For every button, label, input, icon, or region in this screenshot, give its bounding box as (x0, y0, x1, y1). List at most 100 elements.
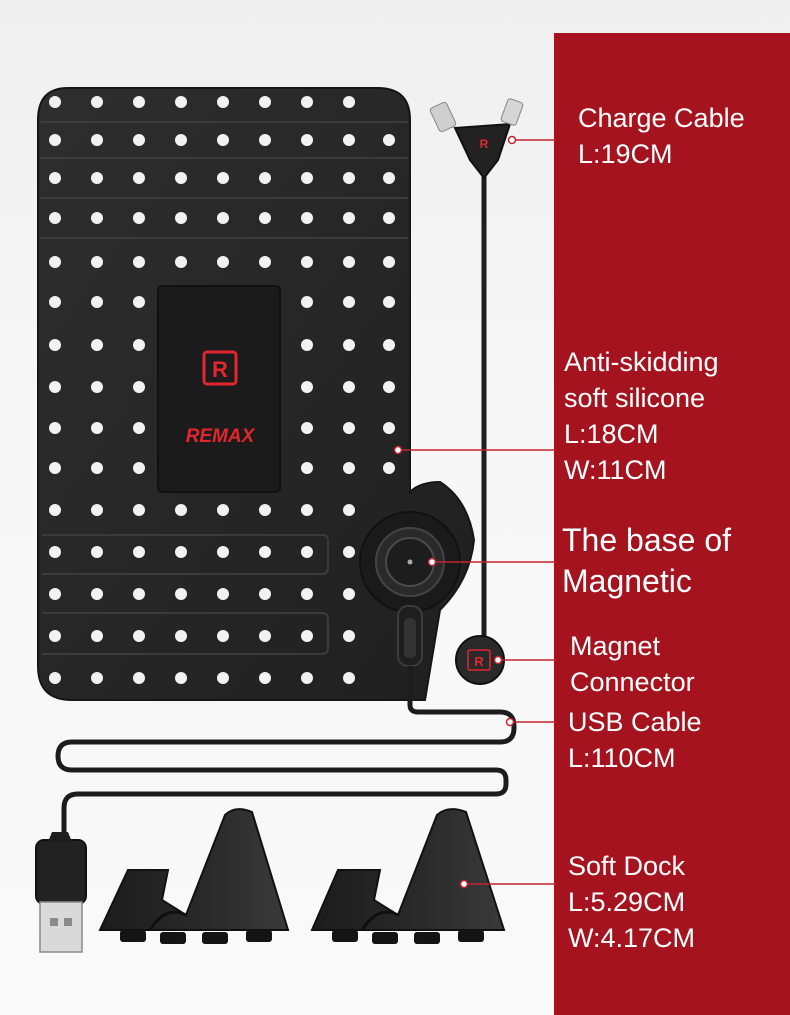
pad-dot (301, 588, 313, 600)
pad-dot (301, 256, 313, 268)
pad-dot (217, 630, 229, 642)
pad-dot (133, 588, 145, 600)
pad-dot (217, 96, 229, 108)
pad-dot (175, 212, 187, 224)
pad-dot (343, 672, 355, 684)
caption-line: L:18CM (564, 419, 659, 449)
pad-dot (91, 256, 103, 268)
pad-dot (301, 504, 313, 516)
caption-line: Magnet (570, 631, 661, 661)
pad-dot (91, 672, 103, 684)
pad-dot (91, 630, 103, 642)
pad-dot (49, 134, 61, 146)
caption-magnet-connector: Magnet Connector (570, 628, 695, 700)
caption-usb-cable: USB Cable L:110CM (568, 704, 702, 776)
pad-dot (217, 504, 229, 516)
caption-line: L:110CM (568, 743, 676, 773)
pad-dot (383, 172, 395, 184)
pad-dot (217, 256, 229, 268)
pad-dot (175, 546, 187, 558)
pad-dot (133, 504, 145, 516)
pad-dot (383, 212, 395, 224)
caption-charge-cable: Charge Cable L:19CM (578, 100, 745, 172)
caption-line: Magnetic (562, 563, 692, 599)
soft-dock-right (310, 808, 506, 944)
pad-dot (343, 422, 355, 434)
pad-dot (383, 134, 395, 146)
pad-dot (343, 339, 355, 351)
usb-cable (35, 666, 517, 953)
pad-dot (383, 422, 395, 434)
caption-line: W:11CM (564, 455, 667, 485)
pad-dot (259, 630, 271, 642)
pad-dot (49, 381, 61, 393)
pad-dot (49, 96, 61, 108)
pad-dot (383, 462, 395, 474)
pad-dot (175, 96, 187, 108)
leader-lines (398, 139, 556, 885)
pad-dot (49, 256, 61, 268)
pad-dot (301, 339, 313, 351)
pad-dot (383, 256, 395, 268)
pad-dot (91, 381, 103, 393)
pad-dot (133, 422, 145, 434)
svg-text:R: R (474, 654, 484, 669)
pad-dot (49, 296, 61, 308)
caption-line: The base of (562, 522, 731, 558)
pad-dot (301, 462, 313, 474)
pad-dot (259, 212, 271, 224)
caption-line: Anti-skidding (564, 347, 719, 377)
pad-dot (259, 96, 271, 108)
pad-dot (343, 172, 355, 184)
pad-dot (259, 172, 271, 184)
pad-dot (91, 212, 103, 224)
pad-dot (175, 672, 187, 684)
pad-dot (383, 339, 395, 351)
pad-dot (91, 462, 103, 474)
pad-dot (175, 630, 187, 642)
caption-line: W:4.17CM (568, 923, 696, 953)
pad-dots (49, 96, 395, 684)
caption-line: L:5.29CM (568, 887, 686, 917)
pad-dot (217, 588, 229, 600)
pad-dot (133, 672, 145, 684)
caption-line: Soft Dock (568, 851, 686, 881)
pad-dot (175, 172, 187, 184)
caption-line: Charge Cable (578, 103, 745, 133)
pad-dot (49, 212, 61, 224)
pad-dot (91, 588, 103, 600)
pad-dot (259, 256, 271, 268)
pad-dot (259, 504, 271, 516)
pad-dot (91, 422, 103, 434)
pad-dot (301, 546, 313, 558)
pad-dot (343, 96, 355, 108)
svg-text:R: R (212, 357, 228, 382)
caption-line: Connector (570, 667, 695, 697)
leader-dots (393, 135, 517, 889)
caption-line: L:19CM (578, 139, 673, 169)
pad-dot (175, 588, 187, 600)
pad-dot (133, 339, 145, 351)
pad-dot (259, 134, 271, 146)
caption-silicone-pad: Anti-skidding soft silicone L:18CM W:11C… (564, 344, 719, 488)
pad-dot (91, 296, 103, 308)
pad-dot (217, 672, 229, 684)
pad-dot (301, 630, 313, 642)
cable-logo-icon: R (480, 137, 489, 151)
caption-soft-dock: Soft Dock L:5.29CM W:4.17CM (568, 848, 695, 956)
caption-line: USB Cable (568, 707, 702, 737)
pad-dot (91, 339, 103, 351)
pad-dot (259, 588, 271, 600)
pad-dot (133, 546, 145, 558)
pad-dot (133, 296, 145, 308)
pad-grooves (40, 121, 408, 655)
pad-dot (175, 134, 187, 146)
pad-dot (301, 296, 313, 308)
logo-plate (157, 285, 281, 493)
pad-dot (259, 546, 271, 558)
pad-dot (383, 381, 395, 393)
pad-dot (91, 96, 103, 108)
pad-dot (301, 422, 313, 434)
